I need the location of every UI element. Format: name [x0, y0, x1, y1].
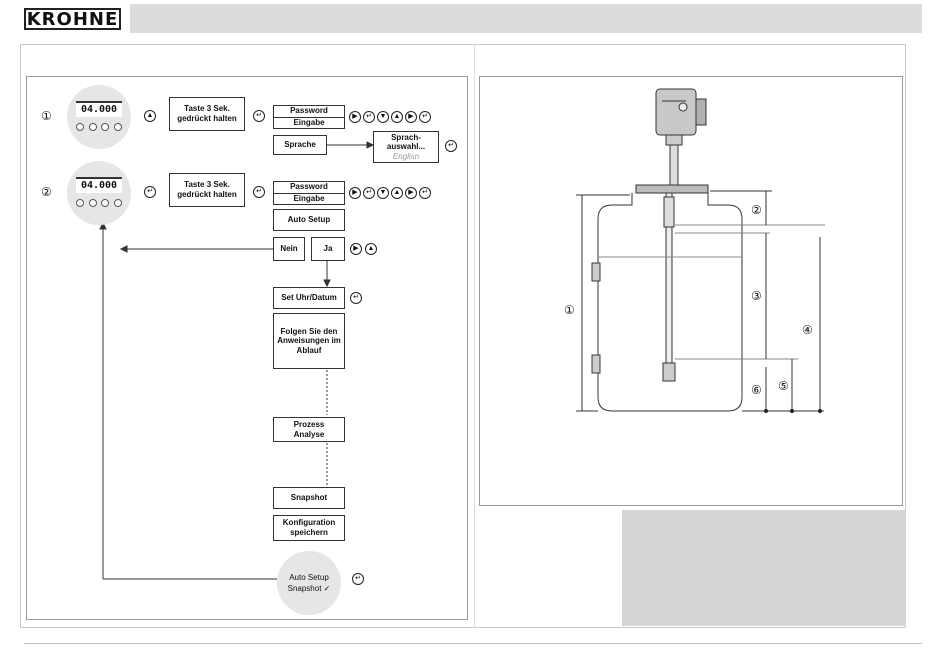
- prozess-label: Prozess: [293, 419, 325, 429]
- language-box: Sprache: [273, 135, 327, 155]
- uhr-label: Set Uhr/Datum: [281, 293, 337, 303]
- enter-key-icon: ↵: [363, 187, 375, 199]
- yes-box: Ja: [311, 237, 345, 261]
- language-select-box: Sprach- auswahl... Englisn: [373, 131, 439, 163]
- hold-3s-box-1: Taste 3 Sek. gedrückt halten: [169, 97, 245, 131]
- auto-setup-box: Auto Setup: [273, 209, 345, 231]
- header-bar: [130, 4, 922, 33]
- snapshot-box: Snapshot: [273, 487, 345, 509]
- content-frame: [20, 44, 906, 628]
- dim-2-label: ②: [751, 203, 762, 217]
- enter-key-icon: ↵: [253, 186, 265, 198]
- device-display-2: 04.000: [67, 161, 131, 225]
- flowchart-connectors: [99, 141, 375, 580]
- up-key-icon: ▲: [144, 110, 156, 122]
- auto-setup-label: Auto Setup: [287, 215, 331, 225]
- enter-key-icon: ↵: [144, 186, 156, 198]
- keypad-button: [101, 199, 110, 207]
- sprachauswahl-label: auswahl...: [386, 142, 426, 152]
- language-value: Englisn: [392, 151, 420, 161]
- auto-setup-complete-display: Auto Setup Snapshot ✓: [277, 551, 341, 615]
- keypad-button: [76, 123, 84, 131]
- step-2-label: ②: [41, 185, 52, 199]
- process-analysis-box: Prozess Analyse: [273, 417, 345, 442]
- hold-3s-label: Taste 3 Sek. gedrückt halten: [177, 180, 237, 199]
- password-label: Password: [274, 182, 344, 194]
- enter-key-icon: ↵: [253, 110, 265, 122]
- right-key-icon: ▶: [405, 187, 417, 199]
- snapshot-label: Snapshot: [290, 493, 328, 503]
- enter-key-icon: ↵: [363, 111, 375, 123]
- down-key-icon: ▼: [377, 187, 389, 199]
- keypad-button: [113, 199, 122, 207]
- tank-drawing: [576, 88, 825, 413]
- enter-key-icon: ↵: [419, 111, 431, 123]
- password-entry-box-2: Password Eingabe: [273, 181, 345, 205]
- set-clock-date-box: Set Uhr/Datum: [273, 287, 345, 309]
- keypad-button: [101, 123, 110, 131]
- speichern-label: speichern: [290, 528, 328, 537]
- display-value: 04.000: [76, 177, 122, 193]
- dim-3-label: ③: [751, 289, 762, 303]
- dim-4-label: ④: [802, 323, 813, 337]
- folgen-label: Folgen Sie den Anweisungen im Ablauf: [277, 326, 341, 355]
- right-key-icon: ▶: [349, 111, 361, 123]
- auto-setup-flowchart-panel: ① 04.000 ▲ Taste 3 Sek. gedrückt halten …: [26, 76, 468, 620]
- sprachauswahl-label: Sprach-: [391, 132, 421, 142]
- save-configuration-box: Konfiguration speichern: [273, 515, 345, 541]
- dim-5-label: ⑤: [778, 379, 789, 393]
- hold-3s-box-2: Taste 3 Sek. gedrückt halten: [169, 173, 245, 207]
- auto-setup-text: Auto Setup: [289, 572, 329, 582]
- eingabe-label: Eingabe: [293, 118, 325, 127]
- password-label: Password: [274, 106, 344, 118]
- tank-dimension-panel: ① ② ③ ④ ⑤ ⑥: [479, 76, 903, 506]
- enter-key-icon: ↵: [352, 573, 364, 585]
- keypad-button: [113, 123, 122, 131]
- up-key-icon: ▲: [391, 187, 403, 199]
- no-box: Nein: [273, 237, 305, 261]
- device-display-1: 04.000: [67, 85, 131, 149]
- follow-instructions-box: Folgen Sie den Anweisungen im Ablauf: [273, 313, 345, 369]
- konfiguration-label: Konfiguration: [282, 518, 336, 528]
- krohne-logo: KROHNE: [24, 8, 121, 30]
- right-key-icon: ▶: [349, 187, 361, 199]
- analyse-label: Analyse: [293, 429, 325, 439]
- right-key-icon: ▶: [405, 111, 417, 123]
- display-value: 04.000: [76, 101, 122, 117]
- gray-note-box: [622, 510, 906, 626]
- enter-key-icon: ↵: [419, 187, 431, 199]
- up-key-icon: ▲: [391, 111, 403, 123]
- dim-1-label: ①: [564, 303, 575, 317]
- nein-label: Nein: [280, 244, 298, 254]
- hold-3s-label: Taste 3 Sek. gedrückt halten: [177, 104, 237, 123]
- down-key-icon: ▼: [377, 111, 389, 123]
- ja-label: Ja: [323, 244, 333, 254]
- up-key-icon: ▲: [365, 243, 377, 255]
- eingabe-label: Eingabe: [293, 194, 325, 203]
- step-1-label: ①: [41, 109, 52, 123]
- keypad-button: [76, 199, 84, 207]
- enter-key-icon: ↵: [445, 140, 457, 152]
- right-key-icon: ▶: [350, 243, 362, 255]
- keypad-button: [88, 123, 97, 131]
- footer-rule: [24, 643, 922, 644]
- keypad-button: [88, 199, 97, 207]
- dim-6-label: ⑥: [751, 383, 762, 397]
- frame-divider: [474, 44, 475, 628]
- snapshot-check-text: Snapshot ✓: [287, 584, 331, 593]
- sprache-label: Sprache: [284, 140, 316, 150]
- enter-key-icon: ↵: [350, 292, 362, 304]
- password-entry-box-1: Password Eingabe: [273, 105, 345, 129]
